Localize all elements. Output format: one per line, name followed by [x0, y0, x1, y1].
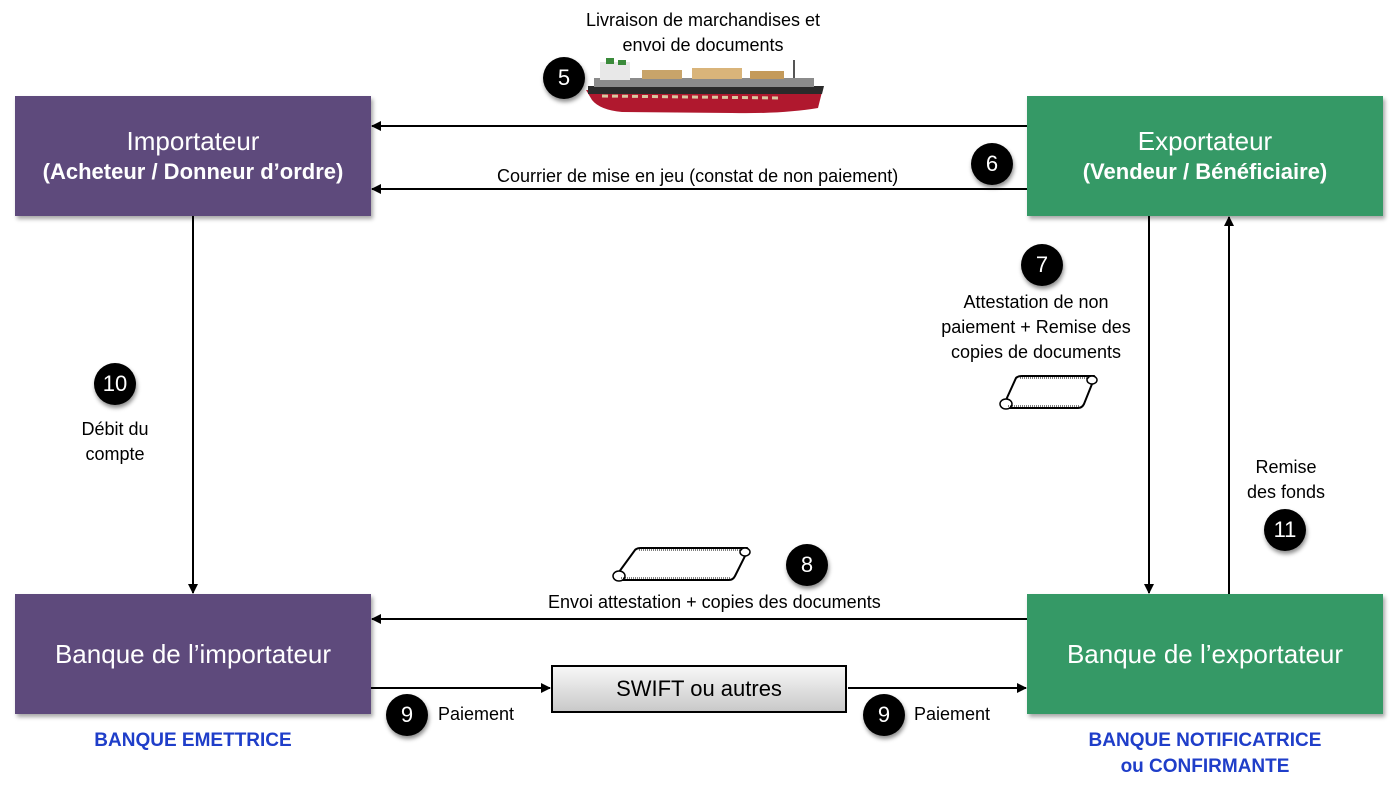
- swift-label: SWIFT ou autres: [616, 676, 782, 701]
- step-9-number-b: 9: [877, 702, 891, 727]
- step-8-number: 8: [800, 552, 814, 577]
- step-7-number: 7: [1035, 252, 1049, 277]
- importer-box[interactable]: Importateur (Acheteur / Donneur d’ordre): [15, 96, 371, 216]
- exporter-bank-title: Banque de l’exportateur: [1066, 639, 1344, 669]
- step-9-label-b: Paiement: [914, 702, 990, 727]
- step-5-number: 5: [557, 65, 571, 90]
- issuing-bank-label: BANQUE EMETTRICE: [15, 728, 371, 754]
- document-scroll-icon: [612, 547, 751, 582]
- step-8-label: Envoi attestation + copies des documents: [548, 590, 881, 615]
- exporter-title: Exportateur: [1137, 126, 1273, 156]
- step-6-badge: 6: [971, 143, 1013, 185]
- notifying-bank-label: BANQUE NOTIFICATRICE ou CONFIRMANTE: [1027, 728, 1383, 780]
- step-9-badge-b: 9: [863, 694, 905, 736]
- notifying-bank-line2: ou CONFIRMANTE: [1120, 756, 1290, 777]
- step-9-label-a: Paiement: [438, 702, 514, 727]
- importer-bank-title: Banque de l’importateur: [54, 639, 332, 669]
- step-6-text: Courrier de mise en jeu (constat de non …: [497, 166, 899, 186]
- step-11-line2: des fonds: [1246, 482, 1326, 502]
- step-11-line1: Remise: [1255, 457, 1317, 477]
- step-8-text: Envoi attestation + copies des documents: [548, 592, 881, 612]
- step-10-label: Débit du compte: [55, 417, 175, 467]
- notifying-bank-line1: BANQUE NOTIFICATRICE: [1088, 730, 1322, 751]
- step-7-line2: paiement + Remise des: [941, 317, 1131, 337]
- step-5-label: Livraison de marchandises et envoi de do…: [553, 8, 853, 58]
- step-5-badge: 5: [543, 57, 585, 99]
- step-10-badge: 10: [94, 363, 136, 405]
- exporter-subtitle: (Vendeur / Bénéficiaire): [1082, 159, 1328, 184]
- step-11-label: Remise des fonds: [1231, 455, 1341, 505]
- step-9-badge-a: 9: [386, 694, 428, 736]
- step-7-line3: copies de documents: [950, 342, 1122, 362]
- step-6-label: Courrier de mise en jeu (constat de non …: [497, 164, 898, 189]
- exporter-bank-box[interactable]: Banque de l’exportateur: [1027, 594, 1383, 714]
- step-9-number-a: 9: [400, 702, 414, 727]
- step-7-line1: Attestation de non: [963, 292, 1109, 312]
- step-5-line1: Livraison de marchandises et: [585, 10, 821, 30]
- step-11-badge: 11: [1264, 509, 1306, 551]
- step-5-line2: envoi de documents: [622, 35, 784, 55]
- step-10-line1: Débit du: [81, 419, 149, 439]
- step-6-number: 6: [985, 151, 999, 176]
- importer-title: Importateur: [126, 126, 260, 156]
- step-8-badge: 8: [786, 544, 828, 586]
- step-7-badge: 7: [1021, 244, 1063, 286]
- document-scroll-icon: [999, 375, 1098, 410]
- step-11-number: 11: [1273, 517, 1297, 542]
- step-9-text-a: Paiement: [438, 704, 515, 724]
- step-10-number: 10: [102, 371, 128, 396]
- cargo-ship-icon: [586, 58, 824, 114]
- issuing-bank-text: BANQUE EMETTRICE: [94, 730, 292, 751]
- step-9-text-b: Paiement: [914, 704, 991, 724]
- exporter-box[interactable]: Exportateur (Vendeur / Bénéficiaire): [1027, 96, 1383, 216]
- step-7-label: Attestation de non paiement + Remise des…: [920, 290, 1152, 365]
- swift-box[interactable]: SWIFT ou autres: [551, 665, 847, 713]
- importer-subtitle: (Acheteur / Donneur d’ordre): [42, 159, 344, 184]
- importer-bank-box[interactable]: Banque de l’importateur: [15, 594, 371, 714]
- step-10-line2: compte: [85, 444, 145, 464]
